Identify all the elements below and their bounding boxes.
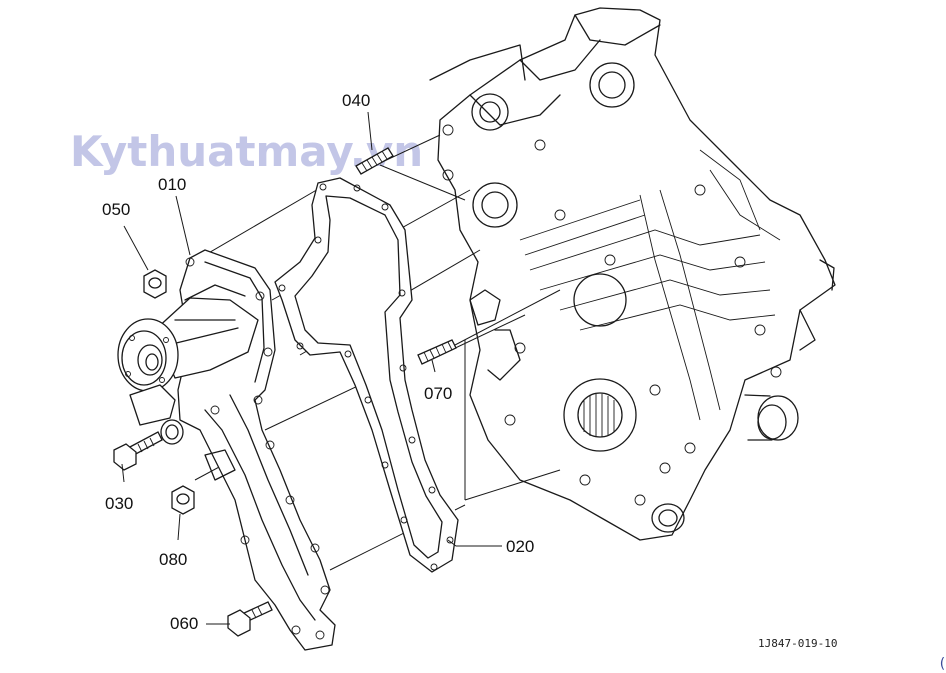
callout-080: 080 — [159, 550, 187, 569]
callout-020: 020 — [506, 537, 534, 556]
callout-060: 060 — [170, 614, 198, 633]
callout-040: 040 — [342, 91, 370, 110]
drawing-code: 1J847-019-10 — [758, 637, 837, 650]
stud-040 — [355, 147, 394, 175]
stud-070 — [417, 339, 457, 365]
bolt-060 — [227, 601, 273, 637]
nut-050 — [143, 269, 167, 299]
nut-080 — [171, 485, 195, 515]
leader-lines — [121, 111, 502, 625]
callout-050: 050 — [102, 200, 130, 219]
corner-mark: ( — [938, 656, 946, 672]
bolt-030 — [113, 431, 163, 471]
callout-010: 010 — [158, 175, 186, 194]
callout-070: 070 — [424, 384, 452, 403]
callout-030: 030 — [105, 494, 133, 513]
gasket — [274, 177, 459, 573]
engine-gear-case — [429, 7, 836, 541]
water-pump — [117, 249, 336, 651]
